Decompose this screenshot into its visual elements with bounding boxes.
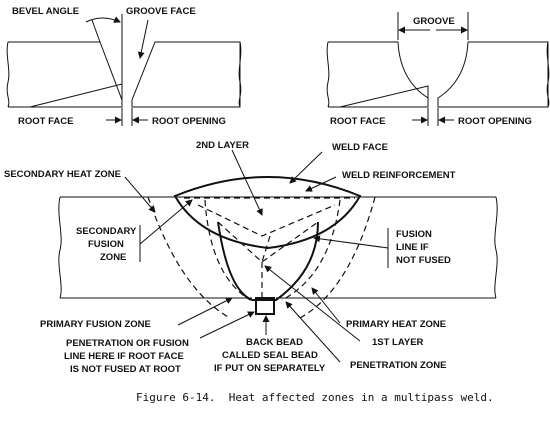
fusion-line-line3: NOT FUSED <box>396 255 451 266</box>
root-opening-label-left: ROOT OPENING <box>152 116 226 127</box>
left-plate <box>8 41 123 108</box>
right-plate-break <box>238 41 242 108</box>
plate-break-right <box>494 196 498 299</box>
penetration-note-line1: PENETRATION OR FUSION <box>66 338 189 349</box>
multipass-weld-section <box>58 176 498 319</box>
secondary-fusion-line2: FUSION <box>88 239 124 250</box>
bevel-angle-arc <box>85 16 121 23</box>
figure-caption: Figure 6-14. Heat affected zones in a mu… <box>136 391 494 404</box>
groove-face-label: GROOVE FACE <box>126 6 196 17</box>
weld-reinforcement-label: WELD REINFORCEMENT <box>342 170 456 181</box>
weld-face-label: WELD FACE <box>332 142 388 153</box>
primary-fusion-leader <box>177 297 233 326</box>
primary-fusion-zone-label: PRIMARY FUSION ZONE <box>40 319 151 330</box>
plate-break-left <box>58 196 62 299</box>
layer-boundary-dash <box>217 221 319 263</box>
weld-reinforcement-leader <box>305 176 337 192</box>
first-layer-label: 1ST LAYER <box>372 337 424 348</box>
upper-layer-dash <box>197 204 336 237</box>
root-face-wedge <box>29 83 123 108</box>
first-layer-outline <box>217 221 319 301</box>
penetration-note-line3: IS NOT FUSED AT ROOT <box>70 364 181 375</box>
leader-lines <box>124 149 389 363</box>
primary-heat-zone-leader <box>311 287 341 324</box>
mid-dash <box>261 235 271 263</box>
first-layer-leader <box>264 265 361 342</box>
bevel-extension-line <box>91 19 101 43</box>
penetration-zone-label: PENETRATION ZONE <box>350 360 446 371</box>
u-root-face-wedge <box>339 85 429 108</box>
bevel-angle-label: BEVEL ANGLE <box>12 6 79 17</box>
penetration-note-leader <box>199 311 255 339</box>
left-plate-break <box>6 41 10 108</box>
root-face-label-right: ROOT FACE <box>330 116 385 127</box>
u-right-plate-break <box>546 41 550 108</box>
u-left-plate-break <box>326 41 330 108</box>
u-right-plate <box>437 41 549 108</box>
secondary-fusion-leader <box>139 199 193 245</box>
second-layer-outline <box>173 176 362 250</box>
u-left-plate <box>328 41 429 108</box>
second-layer-label: 2ND LAYER <box>196 140 249 151</box>
primary-heat-zone-right <box>281 199 341 301</box>
weld-face-leader <box>289 151 323 184</box>
back-bead-line1: BACK BEAD <box>246 337 303 348</box>
right-plate <box>131 41 241 108</box>
fusion-line-line1: FUSION <box>396 229 432 240</box>
secondary-heat-zone-leader <box>124 176 156 213</box>
back-bead-line2: CALLED SEAL BEAD <box>222 350 318 361</box>
secondary-heat-zone-label: SECONDARY HEAT ZONE <box>4 169 121 180</box>
secondary-heat-zone-right <box>299 196 376 319</box>
v-groove-joint <box>6 14 242 126</box>
penetration-note-line2: LINE HERE IF ROOT FACE <box>64 351 184 362</box>
groove-label: GROOVE <box>413 16 455 27</box>
root-opening-label-right: ROOT OPENING <box>458 116 532 127</box>
secondary-fusion-line3: ZONE <box>100 252 126 263</box>
primary-heat-zone-label: PRIMARY HEAT ZONE <box>346 319 446 330</box>
penetration-zone-leader <box>285 301 341 363</box>
fusion-line-leader <box>313 235 389 249</box>
back-bead-line3: IF PUT ON SEPARATELY <box>214 363 326 374</box>
fusion-line-line2: LINE IF <box>396 242 429 253</box>
back-bead <box>255 297 275 315</box>
secondary-heat-zone-left <box>147 196 231 319</box>
u-groove-joint <box>326 12 550 126</box>
primary-heat-zone-left <box>204 199 251 301</box>
groove-face-leader <box>137 19 149 59</box>
second-layer-leader <box>231 149 263 216</box>
secondary-fusion-line1: SECONDARY <box>76 226 137 237</box>
root-face-label-left: ROOT FACE <box>18 116 73 127</box>
